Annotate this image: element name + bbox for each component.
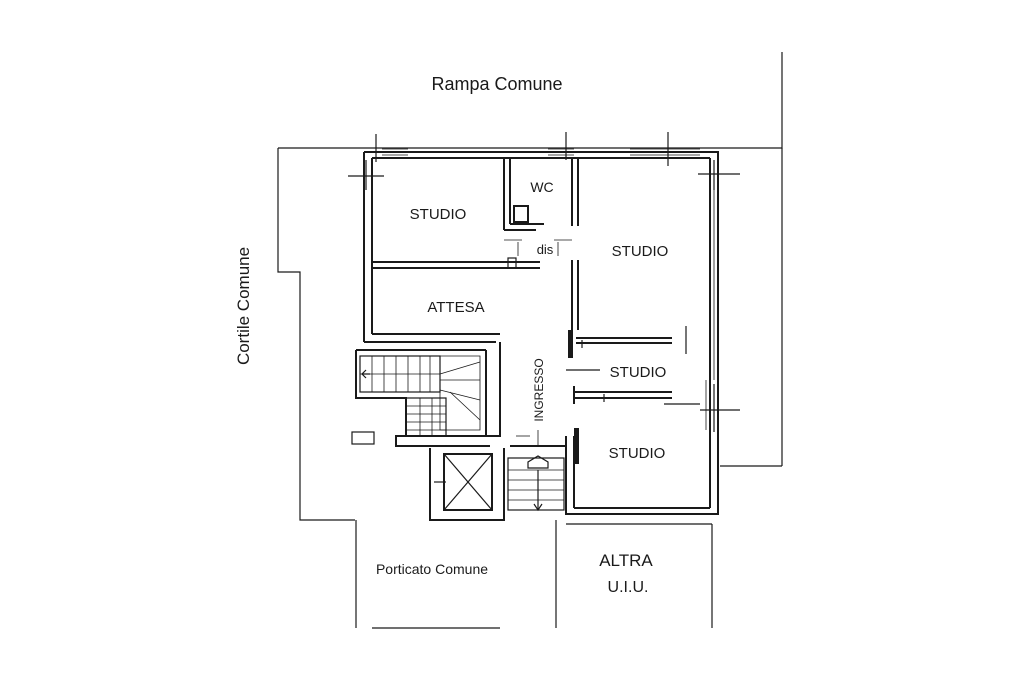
utility-box <box>351 431 375 445</box>
label-studio-1: STUDIO <box>410 206 467 223</box>
label-studio-3: STUDIO <box>610 364 667 381</box>
label-porticato-comune: Porticato Comune <box>376 561 488 577</box>
label-studio-2: STUDIO <box>612 243 669 260</box>
label-studio-4: STUDIO <box>609 445 666 462</box>
windows <box>348 132 740 432</box>
site-boundary-lines <box>277 52 783 629</box>
label-altra: ALTRA <box>599 551 653 570</box>
opening-markers <box>504 239 572 446</box>
label-ingresso: INGRESSO <box>532 358 546 421</box>
stair-direction-arrow-icon <box>361 369 370 379</box>
entrance-arrow-icon <box>527 455 549 469</box>
label-uiu: U.I.U. <box>608 579 649 596</box>
label-attesa: ATTESA <box>427 299 484 316</box>
label-cortile-comune: Cortile Comune <box>234 247 253 365</box>
label-wc: WC <box>530 179 553 195</box>
label-rampa-comune: Rampa Comune <box>431 74 562 94</box>
elevator-shaft-icon <box>434 453 493 511</box>
entrance-steps <box>507 455 565 512</box>
staircase <box>359 355 481 437</box>
doors <box>507 257 700 464</box>
label-dis: dis <box>537 242 554 257</box>
